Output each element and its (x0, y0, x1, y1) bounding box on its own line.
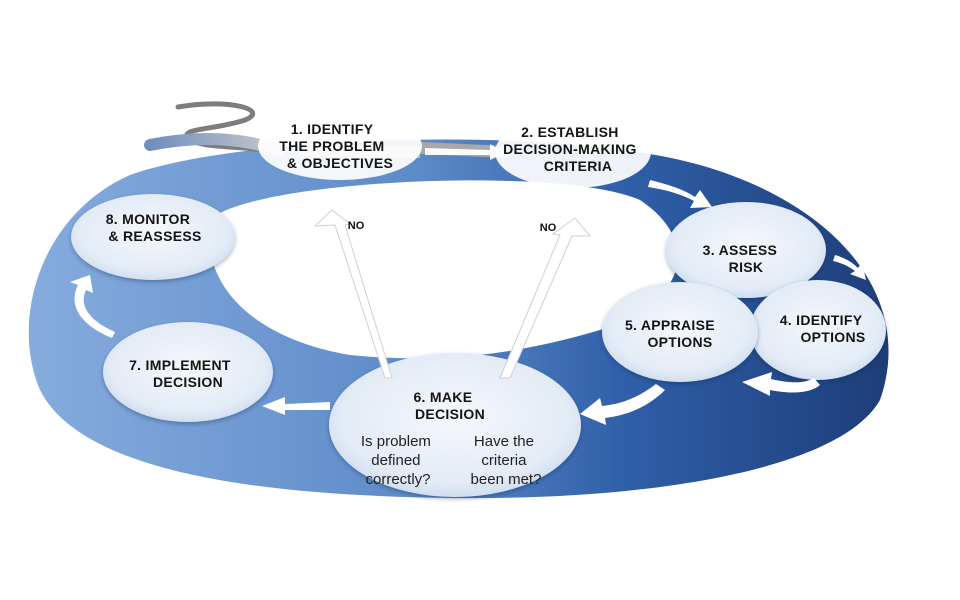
question-criteria-met: Have the criteria been met? (471, 433, 542, 488)
step1-label: 1. IDENTIFY THE PROBLEM & OBJECTIVES (279, 121, 393, 171)
arrow-5-to-3 (610, 257, 662, 282)
step8-label: 8. MONITOR & REASSESS (106, 211, 202, 244)
step2-label: 2. ESTABLISH DECISION-MAKING CRITERIA (503, 124, 641, 174)
arrow-3-to-4 (833, 255, 866, 280)
step8-bubble (71, 194, 235, 280)
step6-label: 6. MAKE DECISION (413, 389, 485, 422)
arrow-7-to-8 (70, 275, 115, 338)
step5-label: 5. APPRAISE OPTIONS (625, 317, 719, 350)
arrow-5-to-6 (580, 384, 665, 425)
question-problem-defined: Is problem defined correctly? (361, 433, 435, 488)
feedback-arrow-left (313, 209, 393, 379)
step3-label: 3. ASSESS RISK (703, 242, 782, 275)
step4-bubble (750, 280, 886, 380)
step7-label: 7. IMPLEMENT DECISION (129, 357, 235, 390)
arrow-4-to-5 (742, 372, 820, 396)
arrow-6-to-7 (262, 397, 330, 415)
no-label-right: NO (540, 222, 557, 234)
step5-bubble (602, 282, 758, 382)
step2-bubble (495, 116, 651, 188)
no-label-left: NO (348, 220, 365, 232)
arrow-2-to-3 (648, 180, 712, 208)
arrow-1-to-2 (425, 144, 505, 160)
step7-bubble (103, 322, 273, 422)
step6-bubble (329, 353, 581, 497)
inner-area (213, 188, 671, 354)
step1-bubble (258, 112, 422, 180)
step3-bubble (666, 202, 826, 298)
feedback-arrow-right (499, 217, 592, 379)
step4-label: 4. IDENTIFY OPTIONS (780, 312, 867, 345)
